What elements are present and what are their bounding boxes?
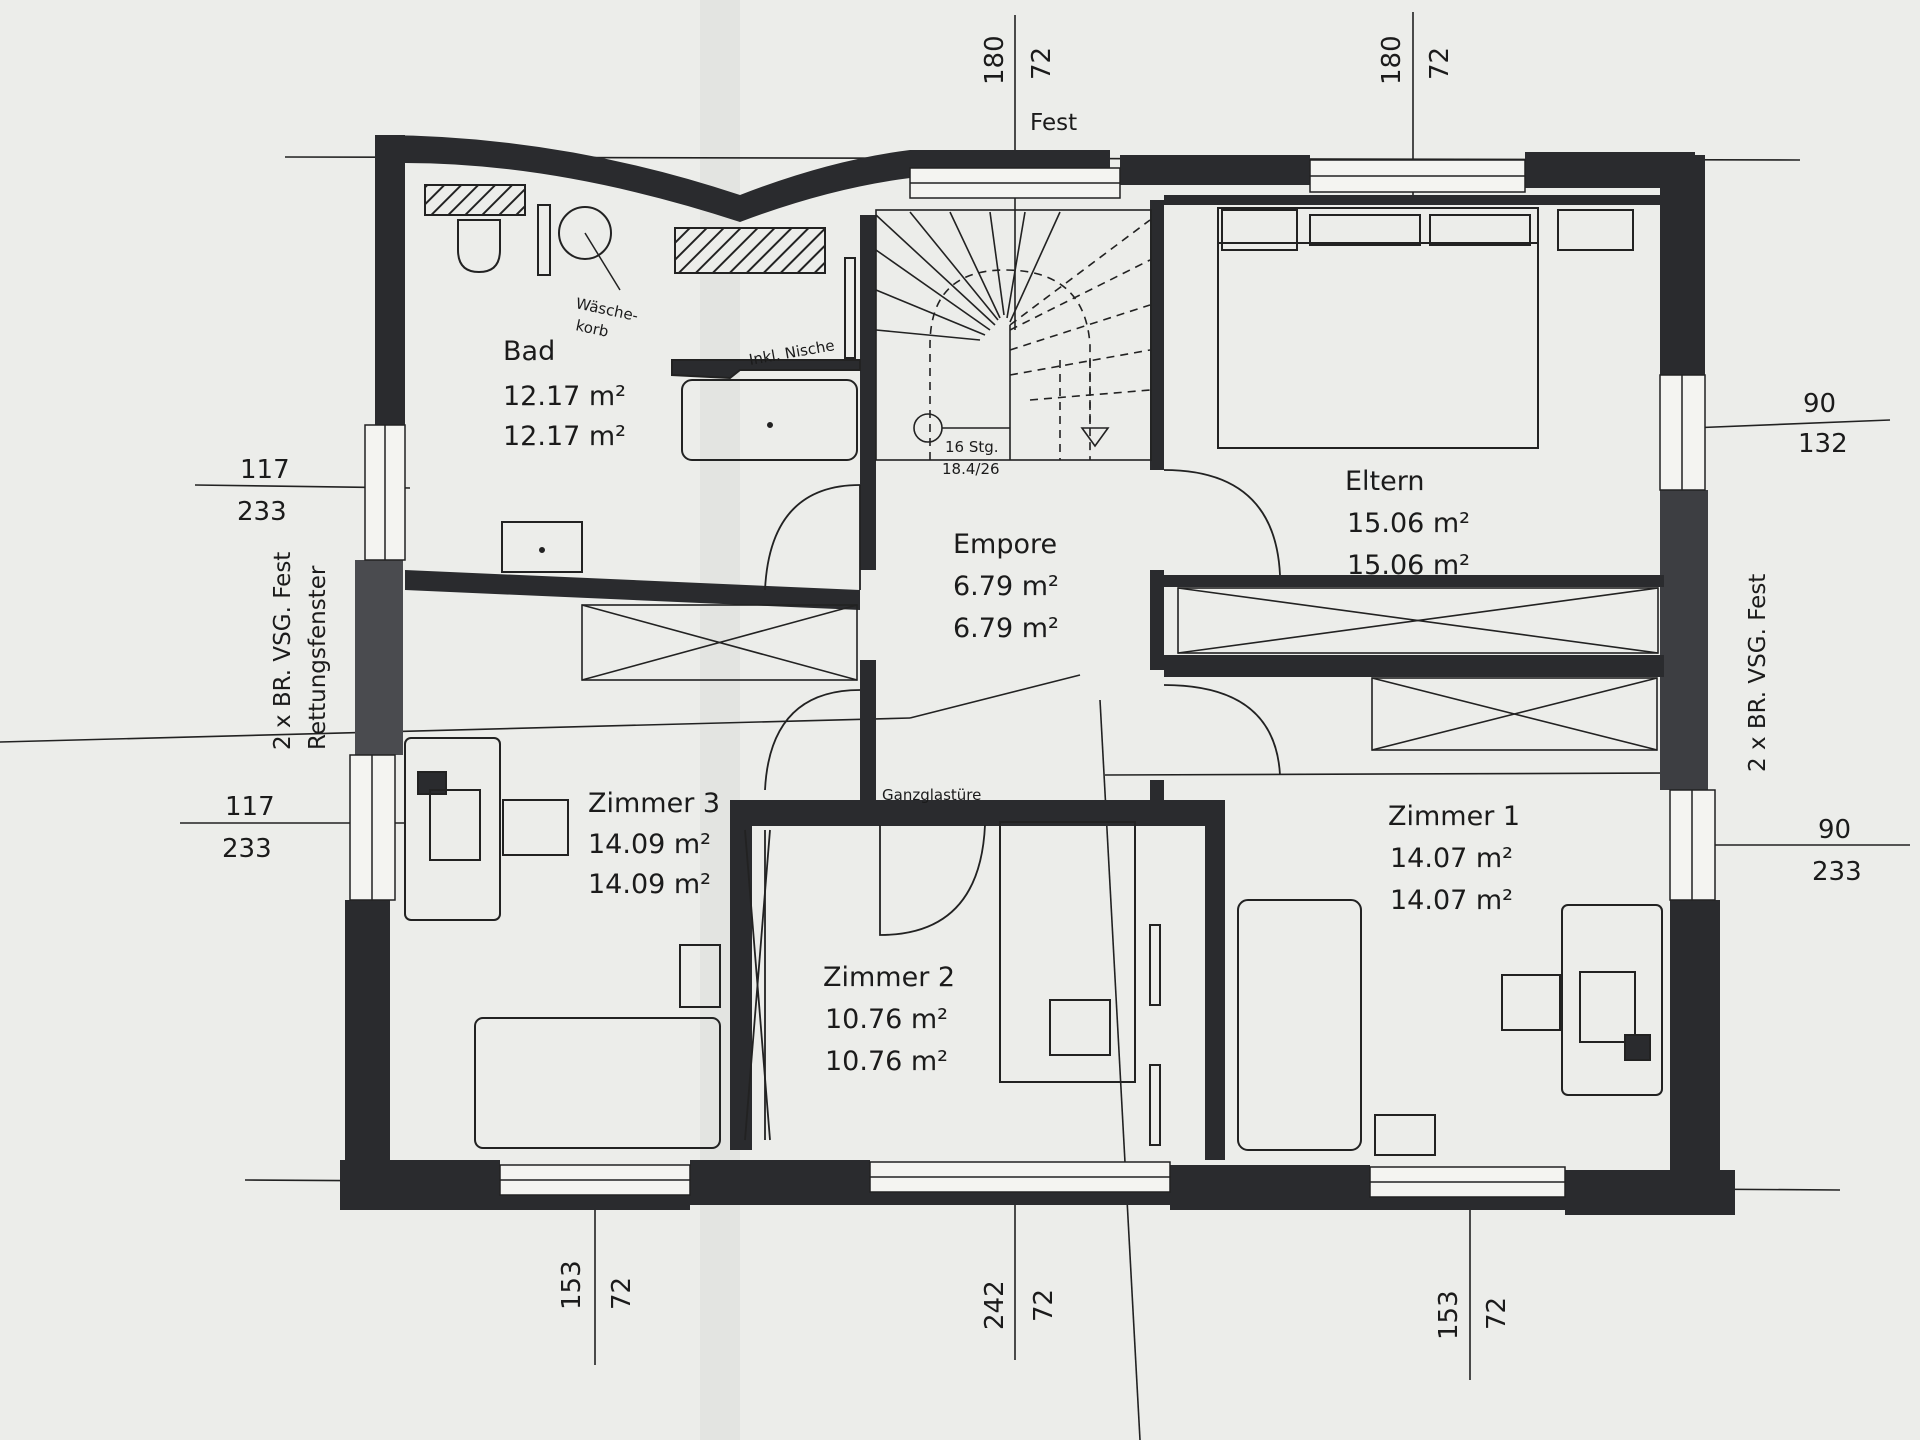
room-area-zimmer-2-2: 10.76 m² xyxy=(825,1046,948,1077)
room-name-zimmer-2: Zimmer 2 xyxy=(823,962,955,993)
dim-right-lower-a: 90 xyxy=(1818,815,1851,845)
note-stairs-ratio: 18.4/26 xyxy=(942,460,1000,478)
room-area-empore-1: 6.79 m² xyxy=(953,571,1059,602)
note-left-escape-window: Rettungsfenster xyxy=(305,565,331,750)
dim-right-lower-b: 233 xyxy=(1812,857,1862,887)
note-right-window-type: 2 x BR. VSG. Fest xyxy=(1745,574,1771,772)
dim-bottom-center-b: 72 xyxy=(1029,1289,1059,1322)
room-area-zimmer-1-1: 14.07 m² xyxy=(1390,843,1513,874)
room-eltern: Eltern 15.06 m² 15.06 m² xyxy=(1345,466,1470,581)
wardrobes xyxy=(581,587,1659,751)
room-area-eltern-2: 15.06 m² xyxy=(1347,550,1470,581)
room-area-zimmer-2-1: 10.76 m² xyxy=(825,1004,948,1035)
note-stairs-count: 16 Stg. xyxy=(945,438,999,456)
room-name-zimmer-1: Zimmer 1 xyxy=(1388,801,1520,832)
dimension-right-upper: 90 132 xyxy=(1798,389,1848,459)
dim-top-left-a: 180 xyxy=(980,35,1010,85)
room-zimmer-3: Zimmer 3 14.09 m² 14.09 m² xyxy=(588,788,720,900)
dim-bottom-left-b: 72 xyxy=(607,1277,637,1310)
dim-bottom-right-a: 153 xyxy=(1434,1290,1464,1340)
room-name-eltern: Eltern xyxy=(1345,466,1425,497)
dim-left-lower-a: 117 xyxy=(225,792,275,822)
room-area-eltern-1: 15.06 m² xyxy=(1347,508,1470,539)
dim-left-upper-b: 233 xyxy=(237,497,287,527)
room-zimmer-2: Zimmer 2 10.76 m² 10.76 m² xyxy=(823,962,955,1077)
furniture xyxy=(404,207,1663,1156)
dimension-top-left: 180 72 xyxy=(980,35,1057,85)
dimension-left-lower: 117 233 xyxy=(222,792,275,864)
room-name-zimmer-3: Zimmer 3 xyxy=(588,788,720,819)
dimension-top-right: 180 72 xyxy=(1377,35,1455,85)
dim-left-upper-a: 117 xyxy=(240,455,290,485)
dim-bottom-left-a: 153 xyxy=(557,1260,587,1310)
room-area-zimmer-3-1: 14.09 m² xyxy=(588,829,711,860)
dim-top-right-a: 180 xyxy=(1377,35,1407,85)
dimension-left-upper: 117 233 xyxy=(237,455,290,527)
dimension-bottom-right: 153 72 xyxy=(1434,1290,1512,1340)
dimension-bottom-center: 242 72 xyxy=(980,1280,1059,1330)
dim-left-lower-b: 233 xyxy=(222,834,272,864)
dim-bottom-center-a: 242 xyxy=(980,1280,1010,1330)
bath-fixtures xyxy=(424,184,861,573)
staircase xyxy=(875,209,1152,461)
room-area-zimmer-3-2: 14.09 m² xyxy=(588,869,711,900)
windows xyxy=(349,159,1716,1198)
note-left-window-type: 2 x BR. VSG. Fest xyxy=(270,552,296,750)
dimension-bottom-left: 153 72 xyxy=(557,1260,637,1310)
dimension-right-lower: 90 233 xyxy=(1812,815,1862,887)
note-ganzglastuere: Ganzglastüre xyxy=(882,786,981,804)
dim-top-left-b: 72 xyxy=(1027,47,1057,80)
room-area-zimmer-1-2: 14.07 m² xyxy=(1390,885,1513,916)
interior-walls xyxy=(405,195,1664,1160)
dim-top-right-b: 72 xyxy=(1425,47,1455,80)
dim-right-upper-b: 132 xyxy=(1798,429,1848,459)
room-empore: Empore 6.79 m² 6.79 m² xyxy=(953,529,1059,644)
dim-right-upper-a: 90 xyxy=(1803,389,1836,419)
room-area-empore-2: 6.79 m² xyxy=(953,613,1059,644)
dim-bottom-right-b: 72 xyxy=(1482,1297,1512,1330)
room-name-empore: Empore xyxy=(953,529,1057,560)
note-fest: Fest xyxy=(1030,110,1077,136)
room-area-bad-2: 12.17 m² xyxy=(503,421,626,452)
room-bad: Bad 12.17 m² 12.17 m² xyxy=(503,336,626,452)
room-zimmer-1: Zimmer 1 14.07 m² 14.07 m² xyxy=(1388,801,1520,916)
doors xyxy=(744,469,1281,1141)
exterior-walls xyxy=(340,135,1735,1215)
room-name-bad: Bad xyxy=(503,336,555,367)
room-area-bad-1: 12.17 m² xyxy=(503,381,626,412)
